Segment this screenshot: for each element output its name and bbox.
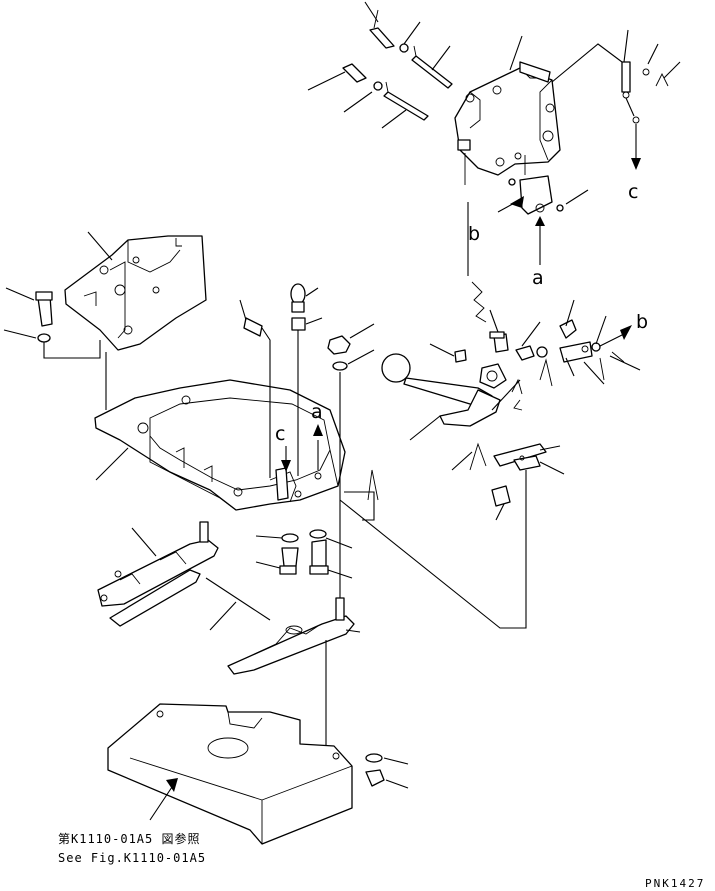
lower-arm-assemblies	[97, 521, 361, 758]
left-bracket-assembly	[3, 231, 207, 410]
callout-b-right: b	[636, 311, 648, 333]
mid-hardware	[255, 529, 353, 579]
reference-note-ja: 第K1110-01A5 図参照	[58, 831, 200, 846]
floor-plate	[107, 703, 409, 845]
reference-note-en: See Fig.K1110-01A5	[58, 851, 206, 865]
callout-a-top: a	[532, 267, 544, 289]
callout-c-mid: c	[275, 423, 285, 445]
callout-b-top: b	[468, 223, 480, 245]
upper-bracket-assembly	[307, 1, 681, 265]
control-lever-linkage	[339, 202, 641, 629]
callout-c-top: c	[628, 181, 638, 203]
lever-base-plate	[94, 283, 379, 600]
callout-a-mid: a	[311, 401, 323, 423]
drawing-code: PNK1427	[645, 877, 705, 890]
